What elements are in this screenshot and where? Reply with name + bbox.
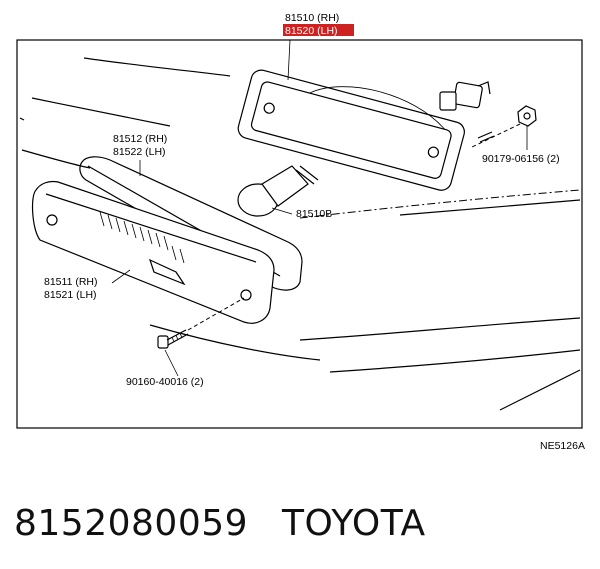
diagram-frame [16, 39, 583, 429]
lens [31, 180, 275, 324]
label-lens-rh: 81511 (RH) [44, 276, 98, 288]
label-nut: 90179-06156 (2) [482, 153, 560, 165]
lamp-housing [237, 69, 465, 191]
label-ref-code: NE5126A [540, 440, 585, 452]
label-gasket-lh: 81522 (LH) [113, 146, 166, 158]
nut [469, 105, 537, 149]
parts-diagram: 81510 (RH) 81520 (LH) 81512 (RH) 81522 (… [16, 12, 585, 452]
label-gasket-rh: 81512 (RH) [113, 133, 167, 145]
label-lamp-rh: 81510 (RH) [285, 12, 339, 24]
body-contours [19, 57, 581, 411]
part-footer: 8152080059 TOYOTA [14, 498, 426, 548]
housing-screw [477, 131, 495, 143]
screw [157, 297, 245, 349]
bulb-socket [439, 81, 491, 111]
part-number: 8152080059 [14, 502, 249, 544]
leader-lines [111, 39, 528, 377]
label-lens-lh: 81521 (LH) [44, 289, 97, 301]
label-bulb: 81510B [296, 208, 332, 220]
brand-name: TOYOTA [282, 502, 426, 544]
highlight-box [283, 24, 354, 36]
label-lamp-lh: 81520 (LH) [285, 25, 338, 37]
label-screw: 90160-40016 (2) [126, 376, 204, 388]
bulb [237, 165, 319, 217]
